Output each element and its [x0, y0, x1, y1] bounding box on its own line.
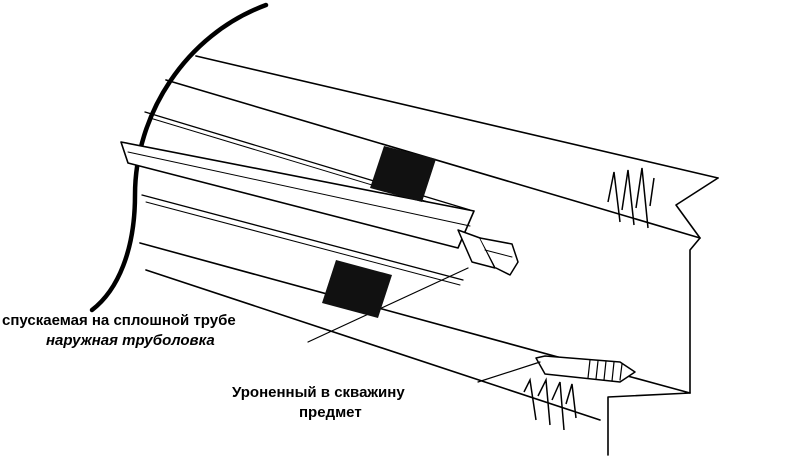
packer-upper — [370, 146, 436, 202]
fish-label-line2: предмет — [299, 404, 362, 421]
overshot-slip-line — [484, 249, 513, 258]
centralizer-lower — [523, 377, 577, 431]
casing-upper-outer-line — [195, 55, 719, 179]
casing-lower-outer-line — [145, 269, 601, 421]
pipe-inner-line — [127, 151, 471, 227]
packer-lower — [322, 260, 392, 318]
overshot-body — [457, 229, 496, 269]
overshot-label-line1: спускаемая на сплошной трубе — [2, 312, 236, 329]
borehole-arc — [89, 2, 269, 313]
pipe-body — [120, 141, 475, 249]
fish-label-line1: Уроненный в скважину — [232, 384, 405, 401]
fish-body — [535, 355, 636, 383]
bore-line-4 — [145, 201, 461, 286]
overshot-leader-line — [307, 267, 469, 343]
bore-line-3 — [141, 194, 464, 281]
centralizer-upper — [607, 167, 655, 229]
casing-flare — [607, 177, 719, 456]
fish-leader-line — [477, 361, 541, 383]
overshot-label-line2: наружная труболовка — [46, 332, 215, 349]
overshot-jaw — [479, 237, 519, 276]
fish-hatch — [587, 359, 623, 382]
